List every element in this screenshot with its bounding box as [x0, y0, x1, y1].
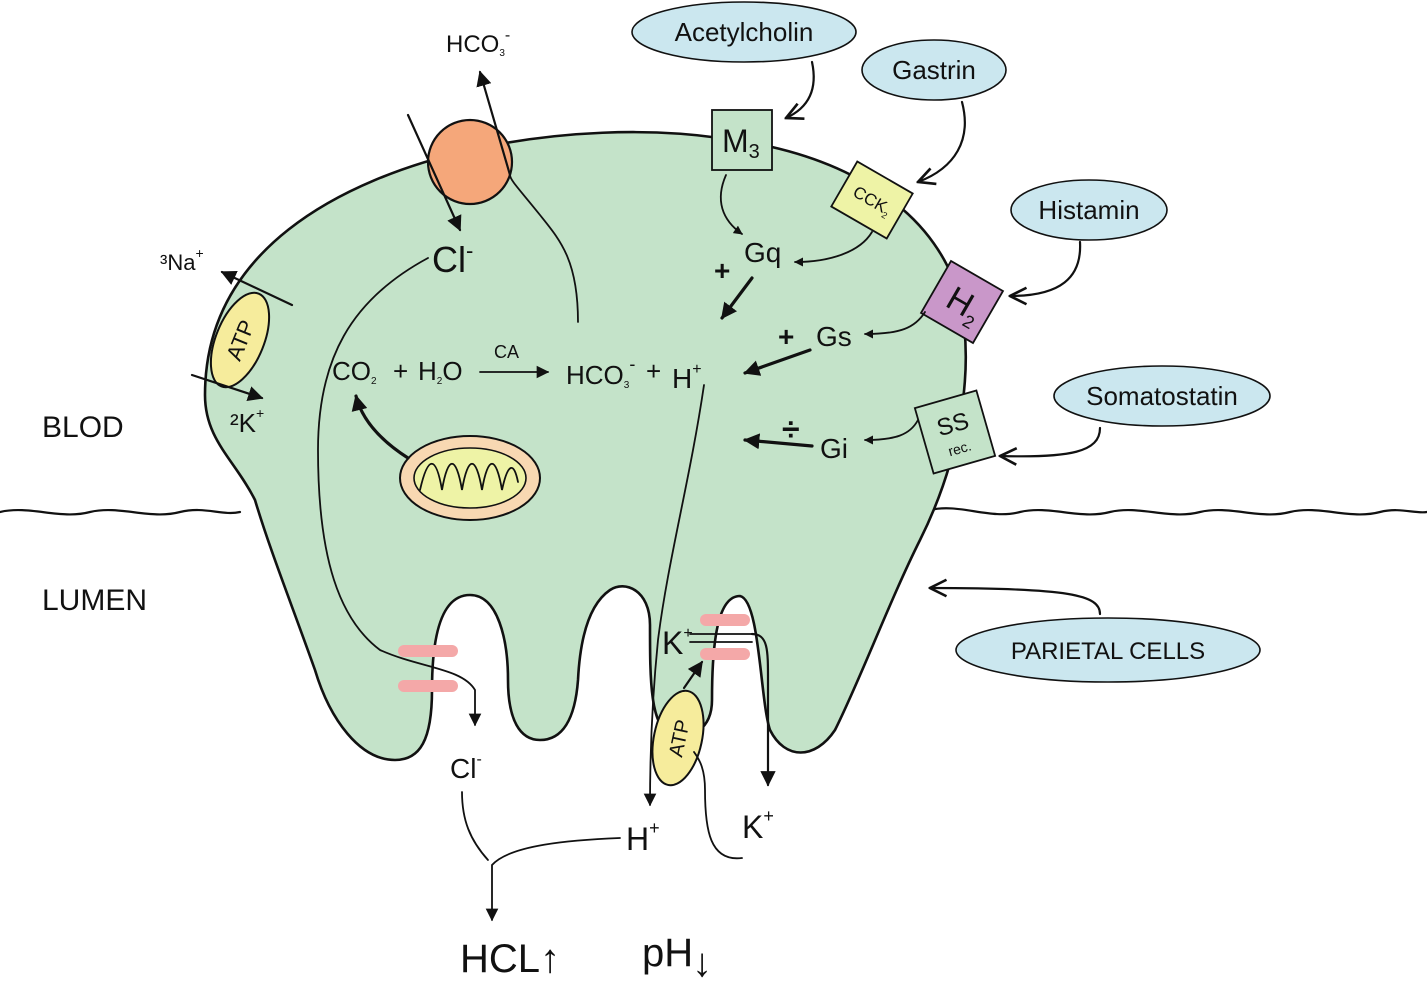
cck-to-gq-arrow [794, 231, 873, 267]
svg-text:Acetylcholin: Acetylcholin [675, 17, 814, 47]
gq-label: Gq [744, 237, 781, 268]
h-reaction-label: H+ [672, 361, 702, 394]
proton-path-line [643, 384, 705, 807]
parietal-cells-oval: PARIETAL CELLS [955, 617, 1261, 683]
blood-region-label: BLOD [42, 411, 124, 444]
gastrin-oval: Gastrin [861, 39, 1007, 101]
gs-effect-arrow [743, 348, 812, 376]
ss-receptor: SS rec. [913, 389, 997, 475]
h2-to-gs-arrow [864, 311, 926, 339]
gs-plus-sign: + [778, 321, 794, 352]
hco3-reaction-label: HCO3- [566, 354, 635, 391]
gi-effect-arrow [743, 433, 814, 450]
potassium-in-arrow [190, 373, 264, 401]
somatostatin-oval: Somatostatin [1053, 365, 1271, 427]
gi-label: Gi [820, 433, 848, 464]
k-lumen-label: K+ [742, 806, 774, 845]
somatostatin-arrow [1000, 426, 1102, 456]
bicarbonate-out-arrow [476, 70, 512, 177]
h2o-label: H2O [418, 356, 463, 387]
gq-plus-sign: + [714, 255, 730, 286]
basolateral-boundary-line [0, 507, 1427, 516]
co2-production-arrow [351, 394, 410, 460]
ca-enzyme-label: CA [494, 342, 519, 362]
gastrin-arrow [918, 100, 966, 182]
chloride-channel [398, 645, 458, 692]
cck2-receptor: CCK2 [830, 160, 914, 240]
ph-decrease-arrow: ↓ [692, 941, 712, 980]
svg-text:M3: M3 [722, 123, 760, 163]
potassium-out-arrow [750, 632, 776, 787]
sodium-out-arrow [220, 270, 294, 307]
ss-to-gi-arrow [864, 419, 919, 445]
acetylcholin-arrow [786, 60, 815, 118]
h-lumen-label: H+ [626, 818, 660, 857]
sodium-potassium-pump: ATP [209, 291, 271, 389]
m3-receptor: M3 [711, 109, 773, 171]
gs-label: Gs [816, 321, 852, 352]
parietal-cells-arrow [930, 588, 1102, 616]
potassium-reuptake-arrow [682, 660, 704, 690]
chloride-in-arrow [406, 113, 462, 232]
histamin-oval: Histamin [1010, 179, 1168, 241]
mitochondrion [399, 435, 541, 521]
parietal-cell-body [203, 130, 968, 762]
chloride-bicarbonate-exchanger [426, 118, 514, 206]
chloride-path-line [317, 257, 482, 727]
chloride-to-hcl-line [461, 791, 489, 861]
svg-text:rec.: rec. [946, 437, 973, 459]
proton-potassium-pump: ATP [651, 689, 705, 787]
svg-text:PARIETAL CELLS: PARIETAL CELLS [1011, 638, 1205, 665]
k-pump-label: K+ [662, 625, 693, 661]
potassium-recycle-line [693, 751, 743, 860]
m3-to-gq-arrow [719, 174, 743, 235]
acetylcholin-oval: Acetylcholin [631, 1, 857, 63]
potassium-channel [700, 614, 750, 660]
co2-label: CO2 [332, 356, 377, 387]
na-label: ³Na+ [160, 245, 204, 275]
cl-lumen-label: Cl- [450, 751, 482, 784]
k-blood-label: ²K+ [230, 405, 264, 438]
gq-effect-arrow [720, 276, 754, 320]
cl-top-label: Cl- [432, 238, 473, 280]
hco3-top-label: HCO3- [446, 27, 510, 59]
proton-to-hcl-line [485, 837, 621, 922]
h2-receptor: H2 [919, 259, 1005, 345]
gi-minus-sign: ÷ [782, 411, 800, 447]
reaction-plus-2: + [646, 356, 661, 386]
histamin-arrow [1010, 240, 1082, 296]
ph-label: pH [642, 931, 693, 975]
bicarbonate-path-line [509, 174, 579, 323]
svg-text:Somatostatin: Somatostatin [1086, 381, 1238, 411]
svg-text:Histamin: Histamin [1038, 195, 1139, 225]
hcl-label: HCL [460, 937, 540, 980]
hcl-increase-arrow: ↑ [540, 937, 560, 980]
svg-text:Gastrin: Gastrin [892, 55, 976, 85]
lumen-region-label: LUMEN [42, 584, 147, 617]
reaction-plus-1: + [393, 356, 408, 386]
